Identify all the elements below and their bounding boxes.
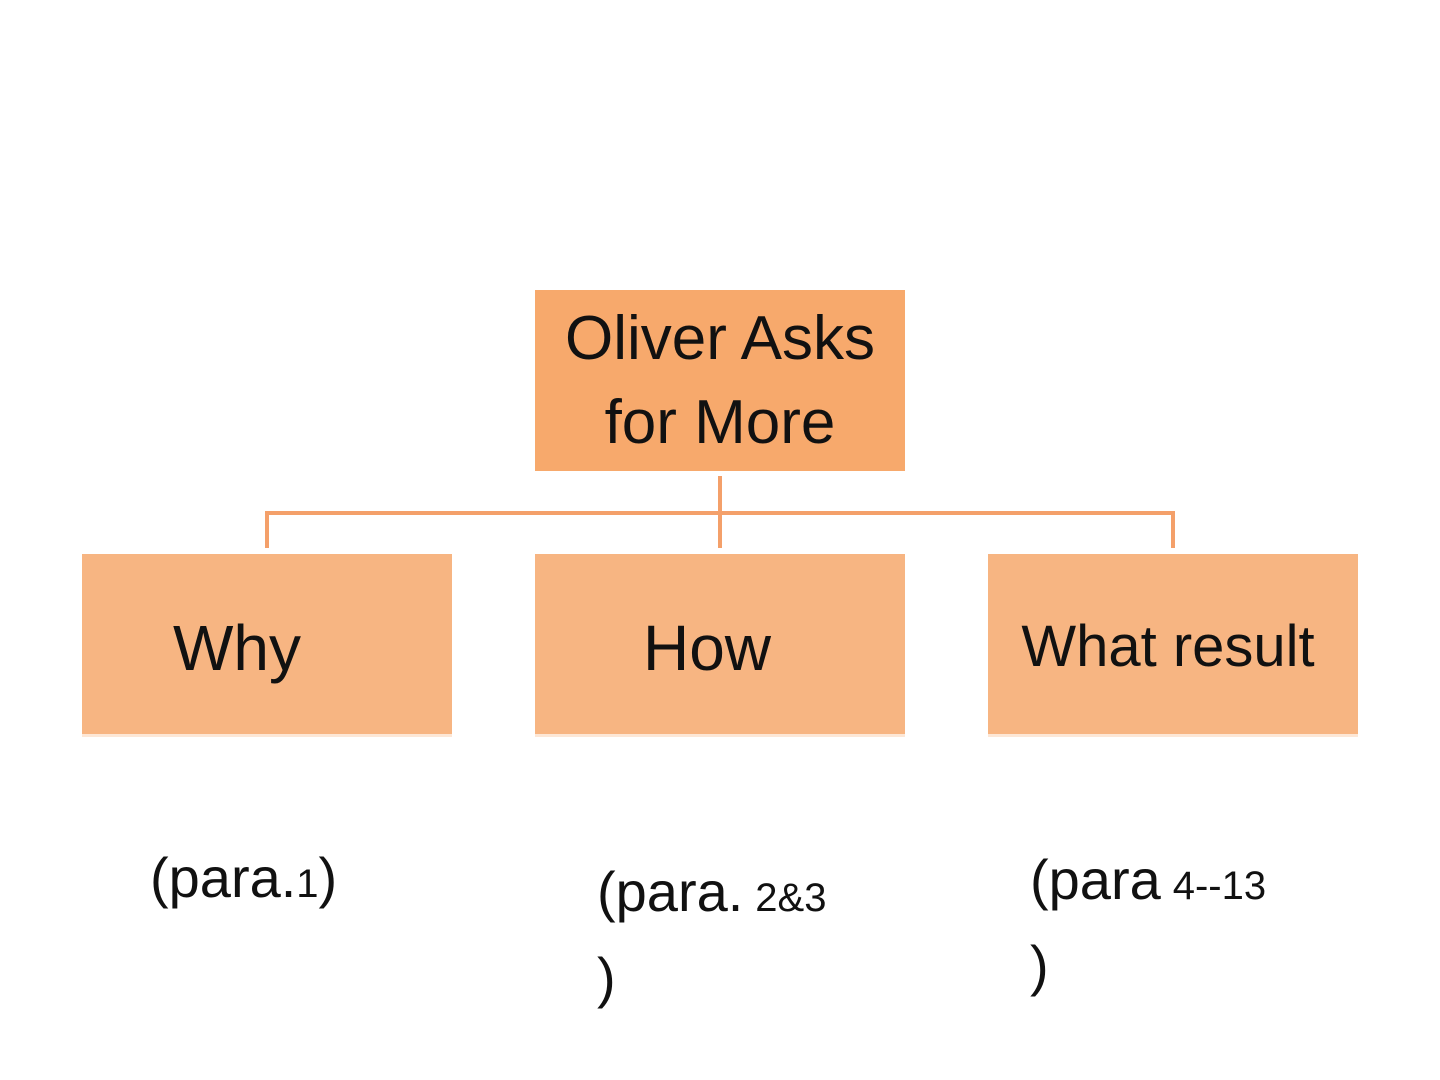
root-title-line-2: for More bbox=[604, 387, 836, 457]
root-title: Oliver Asks for More bbox=[565, 297, 875, 465]
branch-node-what-result: What result bbox=[988, 554, 1358, 737]
paragraph-note-how: (para.2&3 ) bbox=[597, 852, 826, 1018]
root-node: Oliver Asks for More bbox=[535, 290, 905, 471]
paragraph-note-reference: 1 bbox=[296, 862, 319, 906]
branch-node-why: Why bbox=[82, 554, 452, 737]
paragraph-note-prefix: (para. bbox=[597, 860, 744, 923]
paragraph-note-prefix: (para. bbox=[150, 846, 297, 909]
paragraph-note-close: ) bbox=[1030, 934, 1049, 997]
branch-label-how: How bbox=[642, 612, 772, 684]
paragraph-note-why: (para.1) bbox=[150, 838, 337, 924]
branch-node-how: How bbox=[535, 554, 905, 737]
paragraph-note-close: ) bbox=[597, 946, 616, 1009]
branch-label-what-result: What result bbox=[1021, 613, 1315, 679]
branch-label-why: Why bbox=[173, 612, 301, 684]
paragraph-note-reference: 4--13 bbox=[1172, 864, 1267, 908]
root-title-line-1: Oliver Asks bbox=[564, 303, 876, 373]
paragraph-note-close: ) bbox=[318, 846, 338, 909]
paragraph-note-prefix: (para bbox=[1030, 848, 1161, 911]
paragraph-note-reference: 2&3 bbox=[755, 876, 827, 920]
